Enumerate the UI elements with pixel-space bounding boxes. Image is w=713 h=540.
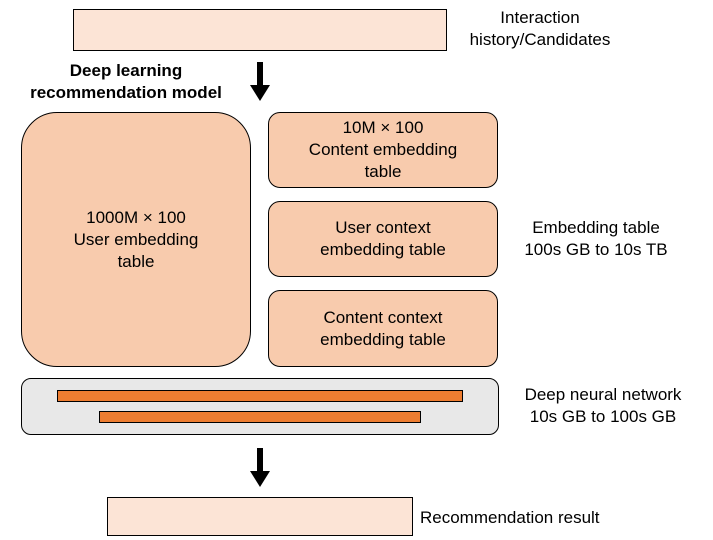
arrow-down-top-icon — [250, 85, 270, 101]
content-context-embedding-table: Content context embedding table — [268, 290, 498, 367]
arrow-down-top-shaft — [257, 62, 263, 86]
content-embedding-table: 10M × 100 Content embedding table — [268, 112, 498, 188]
model-label: Deep learning recommendation model — [30, 61, 222, 102]
output-box — [107, 497, 413, 536]
dnn-note: Deep neural network 10s GB to 100s GB — [524, 385, 682, 426]
embedding-table-note: Embedding table 100s GB to 10s TB — [524, 218, 668, 259]
dnn-layer-bar — [99, 411, 421, 423]
arrow-down-bottom-icon — [250, 471, 270, 487]
input-label: Interaction history/Candidates — [469, 8, 611, 49]
arrow-down-bottom-shaft — [257, 448, 263, 472]
user-context-embedding-table: User context embedding table — [268, 201, 498, 277]
output-label: Recommendation result — [420, 508, 600, 527]
input-box — [73, 9, 447, 51]
dnn-layer-bar — [57, 390, 463, 402]
user-embedding-table: 1000M × 100 User embedding table — [21, 112, 251, 367]
deep-neural-network-block — [21, 378, 499, 435]
